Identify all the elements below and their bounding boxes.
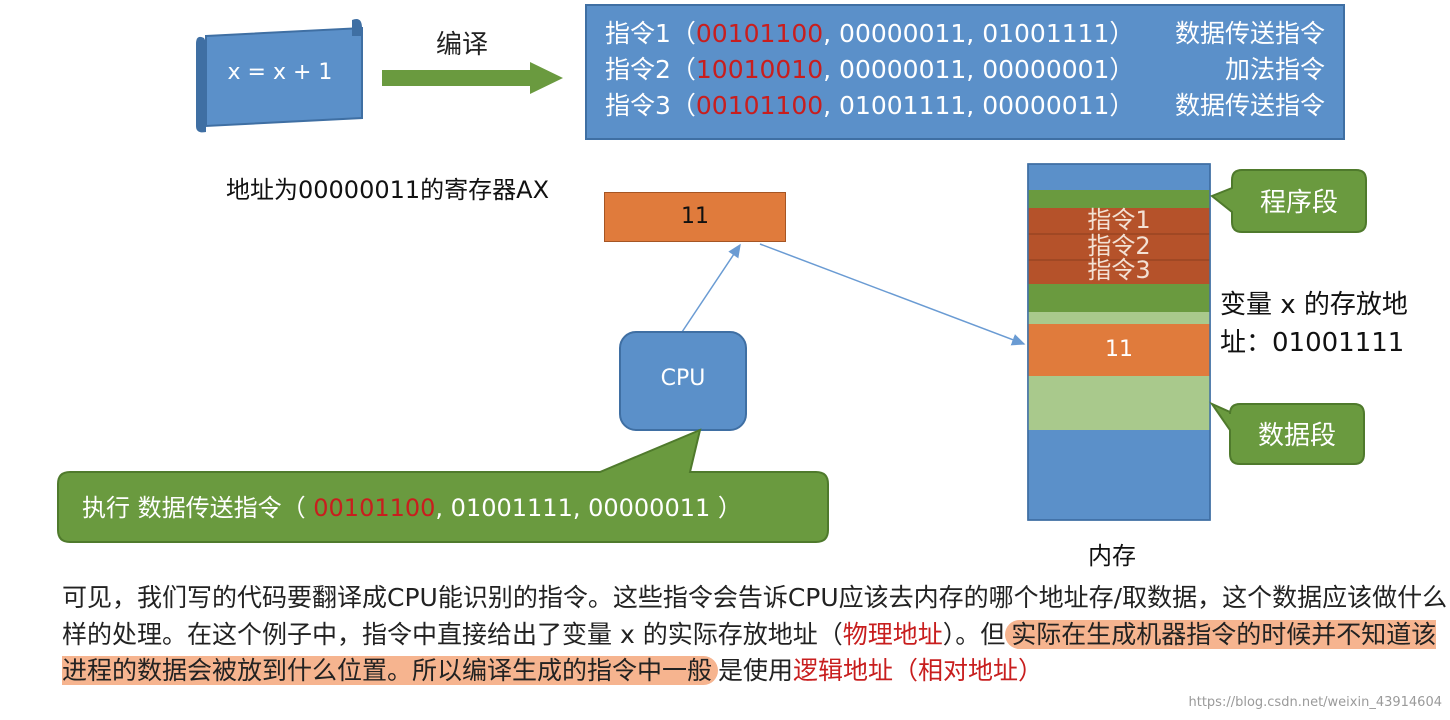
cpu-label: CPU [660,366,706,391]
data-segment-label: 数据段 [1257,421,1336,451]
instruction-opcode: 10010010 [695,55,824,84]
instruction-operands: , 00000011, 01001111） [823,19,1135,48]
instruction-label: 指令3（ [605,91,696,120]
compile-label: 编译 [436,30,489,60]
source-code-scroll [196,19,363,133]
program-segment-label: 程序段 [1259,188,1338,218]
execute-instruction-text: 执行 数据传送指令（ 00101100, 01001111, 00000011 … [82,488,742,523]
paragraph-text: 可见，我们写的代码要翻译成CPU能识别的指令。这些指令会告诉CPU应该去内存的哪… [62,583,1448,649]
instruction-line: 指令2（10010010, 00000011, 00000001） 加法指令 [605,52,1343,88]
instruction-opcode: 00101100 [695,19,824,48]
memory-instruction-1: 指令1 [1087,206,1151,234]
instruction-line: 指令1（00101100, 00000011, 01001111） 数据传送指令 [605,16,1343,52]
program-segment-callout [1210,169,1367,233]
register-box: 11 [604,192,786,242]
instruction-kind: 数据传送指令 [1174,91,1325,120]
instruction-operands: , 01001111, 00000011） [823,91,1135,120]
memory-instruction-3: 指令3 [1087,256,1151,284]
instruction-operands: , 00000011, 00000001） [823,55,1135,84]
execute-opcode: 00101100 [313,494,436,522]
execute-prefix: 执行 数据传送指令（ [82,494,314,522]
execute-operands: , 01001111, 00000011 ） [435,494,742,522]
instruction-box: 指令1（00101100, 00000011, 01001111） 数据传送指令… [585,4,1345,140]
physical-address-term: 物理地址 [842,619,943,649]
source-code: x = x + 1 [227,60,333,85]
register-to-memory-arrow [759,243,1026,346]
data-segment-callout [1209,401,1365,465]
instruction-kind: 数据传送指令 [1174,19,1325,48]
paragraph-text: ）。但 [942,619,1006,649]
compile-arrow [382,62,563,94]
cpu-box [619,331,747,431]
cpu-to-register-arrow [681,243,741,333]
instruction-line: 指令3（00101100, 01001111, 00000011） 数据传送指令 [605,88,1343,124]
watermark: https://blog.csdn.net/weixin_43914604 [1188,695,1442,710]
memory-variable-value: 11 [1105,337,1133,362]
variable-address-label: 变量 x 的存放地址：01001111 [1220,290,1408,358]
execute-callout [57,428,829,543]
explanation-paragraph: 可见，我们写的代码要翻译成CPU能识别的指令。这些指令会告诉CPU应该去内存的哪… [62,580,1450,690]
memory-label: 内存 [1088,542,1136,570]
logical-address-term: 逻辑地址（相对地址） [793,656,1044,685]
memory-instruction-2: 指令2 [1087,232,1151,260]
register-label: 地址为00000011的寄存器AX [226,176,550,204]
instruction-opcode: 00101100 [695,91,824,120]
paragraph-text: 是使用 [718,656,794,685]
memory-column [1027,163,1211,521]
instruction-label: 指令2（ [605,55,696,84]
instruction-kind: 加法指令 [1224,55,1325,84]
instruction-label: 指令1（ [605,19,696,48]
